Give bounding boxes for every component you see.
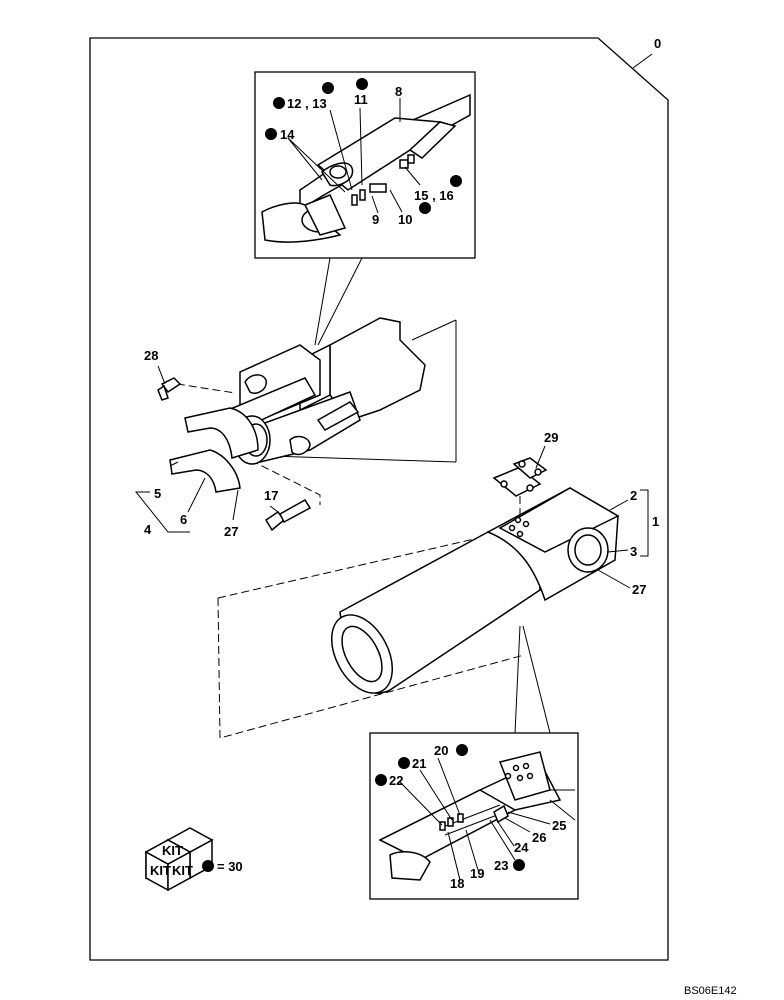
label-19: 19	[470, 866, 484, 881]
label-11: 11	[354, 92, 368, 107]
kit-legend-text: = 30	[217, 859, 243, 874]
kit-icon-top-text: KIT	[162, 843, 183, 858]
top-detail-box	[254, 71, 476, 259]
drawing-code: BS06E142	[684, 985, 737, 997]
label-4: 4	[144, 522, 152, 537]
label-29: 29	[544, 430, 558, 445]
label-22: 22	[389, 773, 403, 788]
label-23: 23	[494, 858, 508, 873]
label-15-16: 15 , 16	[414, 188, 454, 203]
label-3: 3	[630, 544, 637, 559]
label-10: 10	[398, 212, 412, 227]
label-12-13: 12 , 13	[287, 96, 327, 111]
label-26: 26	[532, 830, 546, 845]
label-27-tube: 27	[632, 582, 646, 597]
bottom-detail-box	[369, 732, 579, 900]
diagram-frame	[89, 37, 669, 961]
label-20: 20	[434, 743, 448, 758]
kit-icon-left-text: KIT	[150, 863, 171, 878]
label-8: 8	[395, 84, 402, 99]
label-18: 18	[450, 876, 464, 891]
kit-dot-markers	[265, 78, 525, 871]
label-5: 5	[154, 486, 161, 501]
cylinder-tube	[217, 445, 649, 739]
label-27-head: 27	[224, 524, 238, 539]
label-28: 28	[144, 348, 158, 363]
label-0: 0	[654, 36, 661, 51]
label-6: 6	[180, 512, 187, 527]
label-24: 24	[514, 840, 529, 855]
kit-icon-right-text: KIT	[172, 863, 193, 878]
kit-dot-marker	[202, 860, 214, 872]
label-25: 25	[552, 818, 566, 833]
rod-head-assembly	[134, 317, 457, 533]
label-1: 1	[652, 514, 659, 529]
label-14: 14	[280, 127, 295, 142]
label-9: 9	[372, 212, 379, 227]
label-2: 2	[630, 488, 637, 503]
label-17: 17	[264, 488, 278, 503]
label-21: 21	[412, 756, 426, 771]
kit-cube-icon	[144, 827, 214, 892]
